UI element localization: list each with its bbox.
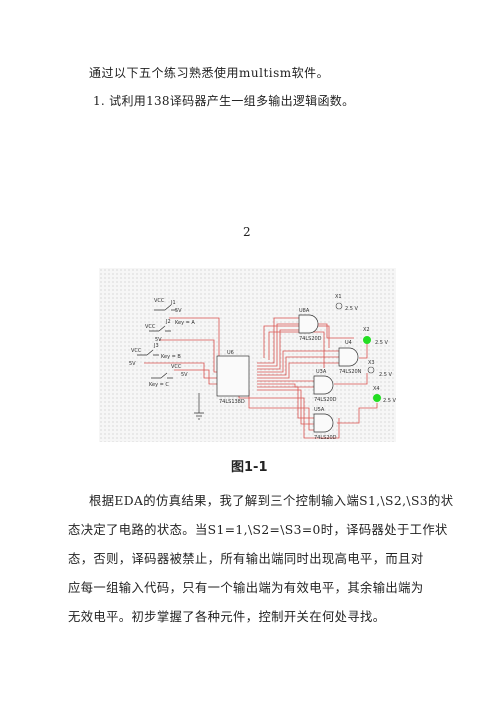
svg-text:74LS20D: 74LS20D (314, 397, 337, 403)
nand-gates (298, 314, 359, 433)
svg-text:X1: X1 (335, 294, 342, 300)
svg-text:5V: 5V (175, 308, 182, 314)
switches (137, 304, 204, 420)
svg-text:X3: X3 (368, 360, 375, 366)
paragraph-line: 态决定了电路的状态。当S1=1,\S2=\S3=0时，译码器处于工作状 (68, 523, 448, 537)
paragraph-line: 无效电平。初步掌握了各种元件，控制开关在何处寻找。 (68, 610, 386, 624)
svg-text:5V: 5V (181, 372, 188, 378)
circuit-figure: VCC VCC VCC VCC J1 J2 J3 5V 5V 5V 5V Key… (99, 268, 396, 442)
svg-text:5V: 5V (129, 361, 136, 367)
paragraph-line: 态，否则，译码器被禁止，所有输出端同时出现高电平，而且对 (68, 552, 424, 566)
probe-lamps (363, 336, 381, 402)
svg-text:U6: U6 (227, 350, 234, 356)
decoder-u6 (216, 355, 250, 397)
svg-text:U8A: U8A (299, 308, 310, 314)
intro-text: 通过以下五个练习熟悉使用multism软件。 (89, 66, 330, 80)
paragraph-line: 根据EDA的仿真结果，我了解到三个控制输入端S1,\S2,\S3的状 (89, 494, 454, 508)
svg-text:74LS20D: 74LS20D (299, 336, 322, 342)
svg-text:VCC: VCC (131, 348, 142, 354)
svg-text:74LS20D: 74LS20D (314, 435, 337, 441)
svg-text:U3A: U3A (316, 369, 327, 375)
svg-text:VCC: VCC (145, 324, 156, 330)
svg-text:VCC: VCC (171, 364, 182, 370)
svg-text:X4: X4 (373, 386, 380, 392)
svg-text:2.5 V: 2.5 V (379, 372, 393, 378)
svg-text:Key = B: Key = B (161, 354, 181, 360)
svg-text:2.5 V: 2.5 V (345, 306, 359, 312)
svg-text:VCC: VCC (154, 298, 165, 304)
svg-text:J2: J2 (165, 319, 171, 325)
svg-text:X2: X2 (363, 327, 370, 333)
svg-text:U4: U4 (345, 340, 352, 346)
circuit-schematic: VCC VCC VCC VCC J1 J2 J3 5V 5V 5V 5V Key… (129, 294, 396, 441)
question-1: 1. 试利用138译码器产生一组多输出逻辑函数。 (93, 94, 355, 108)
svg-text:74LS138D: 74LS138D (219, 399, 245, 405)
svg-text:Key = A: Key = A (175, 320, 195, 326)
svg-text:5V: 5V (155, 337, 162, 343)
svg-text:2.5 V: 2.5 V (375, 340, 389, 346)
svg-text:Key = C: Key = C (149, 382, 169, 388)
svg-text:74LS20N: 74LS20N (339, 369, 362, 375)
page-number: 2 (243, 225, 251, 239)
svg-text:U5A: U5A (314, 407, 325, 413)
svg-text:J1: J1 (170, 300, 176, 306)
svg-text:J3: J3 (153, 343, 159, 349)
paragraph-line: 应每一组输入代码，只有一个输出端为有效电平，其余输出端为 (68, 581, 424, 595)
wires (144, 317, 378, 439)
svg-text:2.5 V: 2.5 V (383, 398, 396, 404)
figure-caption: 图1-1 (231, 460, 268, 475)
